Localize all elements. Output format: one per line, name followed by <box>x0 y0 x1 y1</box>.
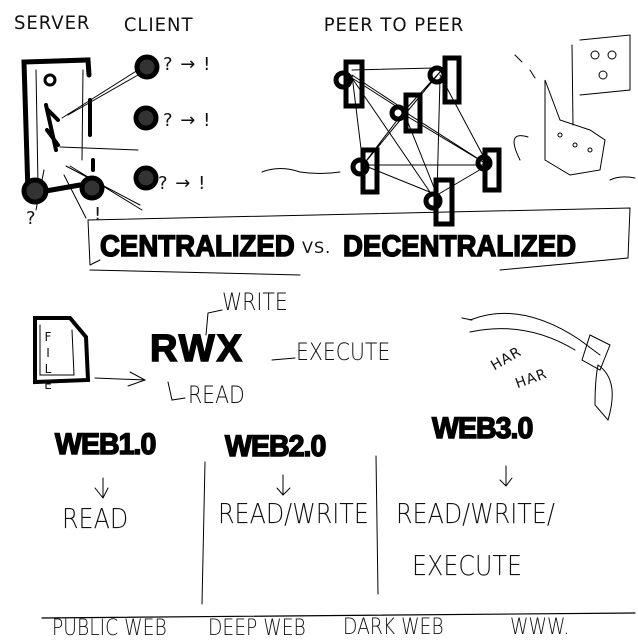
question-mark: ? <box>26 208 37 229</box>
arrow-execute <box>271 357 296 361</box>
client-node <box>21 177 49 205</box>
web1-desc: READ <box>62 502 129 535</box>
banner-frame <box>87 207 631 276</box>
centralized-title: CENTRALIZED <box>99 230 295 263</box>
server-icon <box>21 57 95 196</box>
web3-title: WEB3.0 <box>431 412 534 445</box>
footer-public-web: PUBLIC WEB <box>52 616 167 640</box>
read-label: READ <box>188 381 245 409</box>
client-label: CLIENT <box>123 14 194 36</box>
water-line-left <box>261 168 341 174</box>
divider-1 <box>201 461 206 605</box>
web2-desc: READ/WRITE <box>218 497 369 530</box>
client-mark: ? → ! <box>163 54 212 75</box>
web3-desc: READ/WRITE/ <box>396 497 555 530</box>
execute-label: EXECUTE <box>296 338 391 366</box>
exclamation-mark: ! <box>94 204 103 225</box>
server-label: SERVER <box>14 12 91 34</box>
peer-to-peer-label: PEER TO PEER <box>323 14 465 36</box>
footer-deep-web: DEEP WEB <box>208 616 306 640</box>
pirate-ship-icon <box>513 34 636 181</box>
client-nodes <box>21 54 160 205</box>
web-arrows <box>94 465 513 499</box>
client-mark: ? → ! <box>158 173 207 194</box>
web1-title: WEB1.0 <box>54 428 157 461</box>
sword-icon <box>461 312 613 422</box>
web3-desc-execute: EXECUTE <box>412 549 522 582</box>
arrow-file-to-rwx <box>94 371 147 387</box>
footer-www: WWW. <box>510 615 570 640</box>
write-label: WRITE <box>222 288 288 316</box>
client-node <box>134 54 160 80</box>
client-node <box>133 105 159 131</box>
web2-title: WEB2.0 <box>224 430 327 463</box>
rwx-label: RWX <box>149 328 244 370</box>
footer-dark-web: DARK WEB <box>343 615 444 640</box>
peer-nodes <box>333 55 502 227</box>
client-node <box>133 165 159 191</box>
client-node <box>79 175 105 201</box>
file-label: FILE <box>41 330 55 394</box>
divider-2 <box>375 455 379 595</box>
arrow-read <box>167 381 186 401</box>
decentralized-title: DECENTRALIZED <box>342 230 577 263</box>
file-icon <box>33 316 91 385</box>
column-dividers <box>201 455 379 605</box>
vs-label: VS. <box>302 238 332 257</box>
footer-line <box>41 612 636 619</box>
arrow-write <box>205 309 223 336</box>
client-mark: ? → ! <box>163 110 212 131</box>
